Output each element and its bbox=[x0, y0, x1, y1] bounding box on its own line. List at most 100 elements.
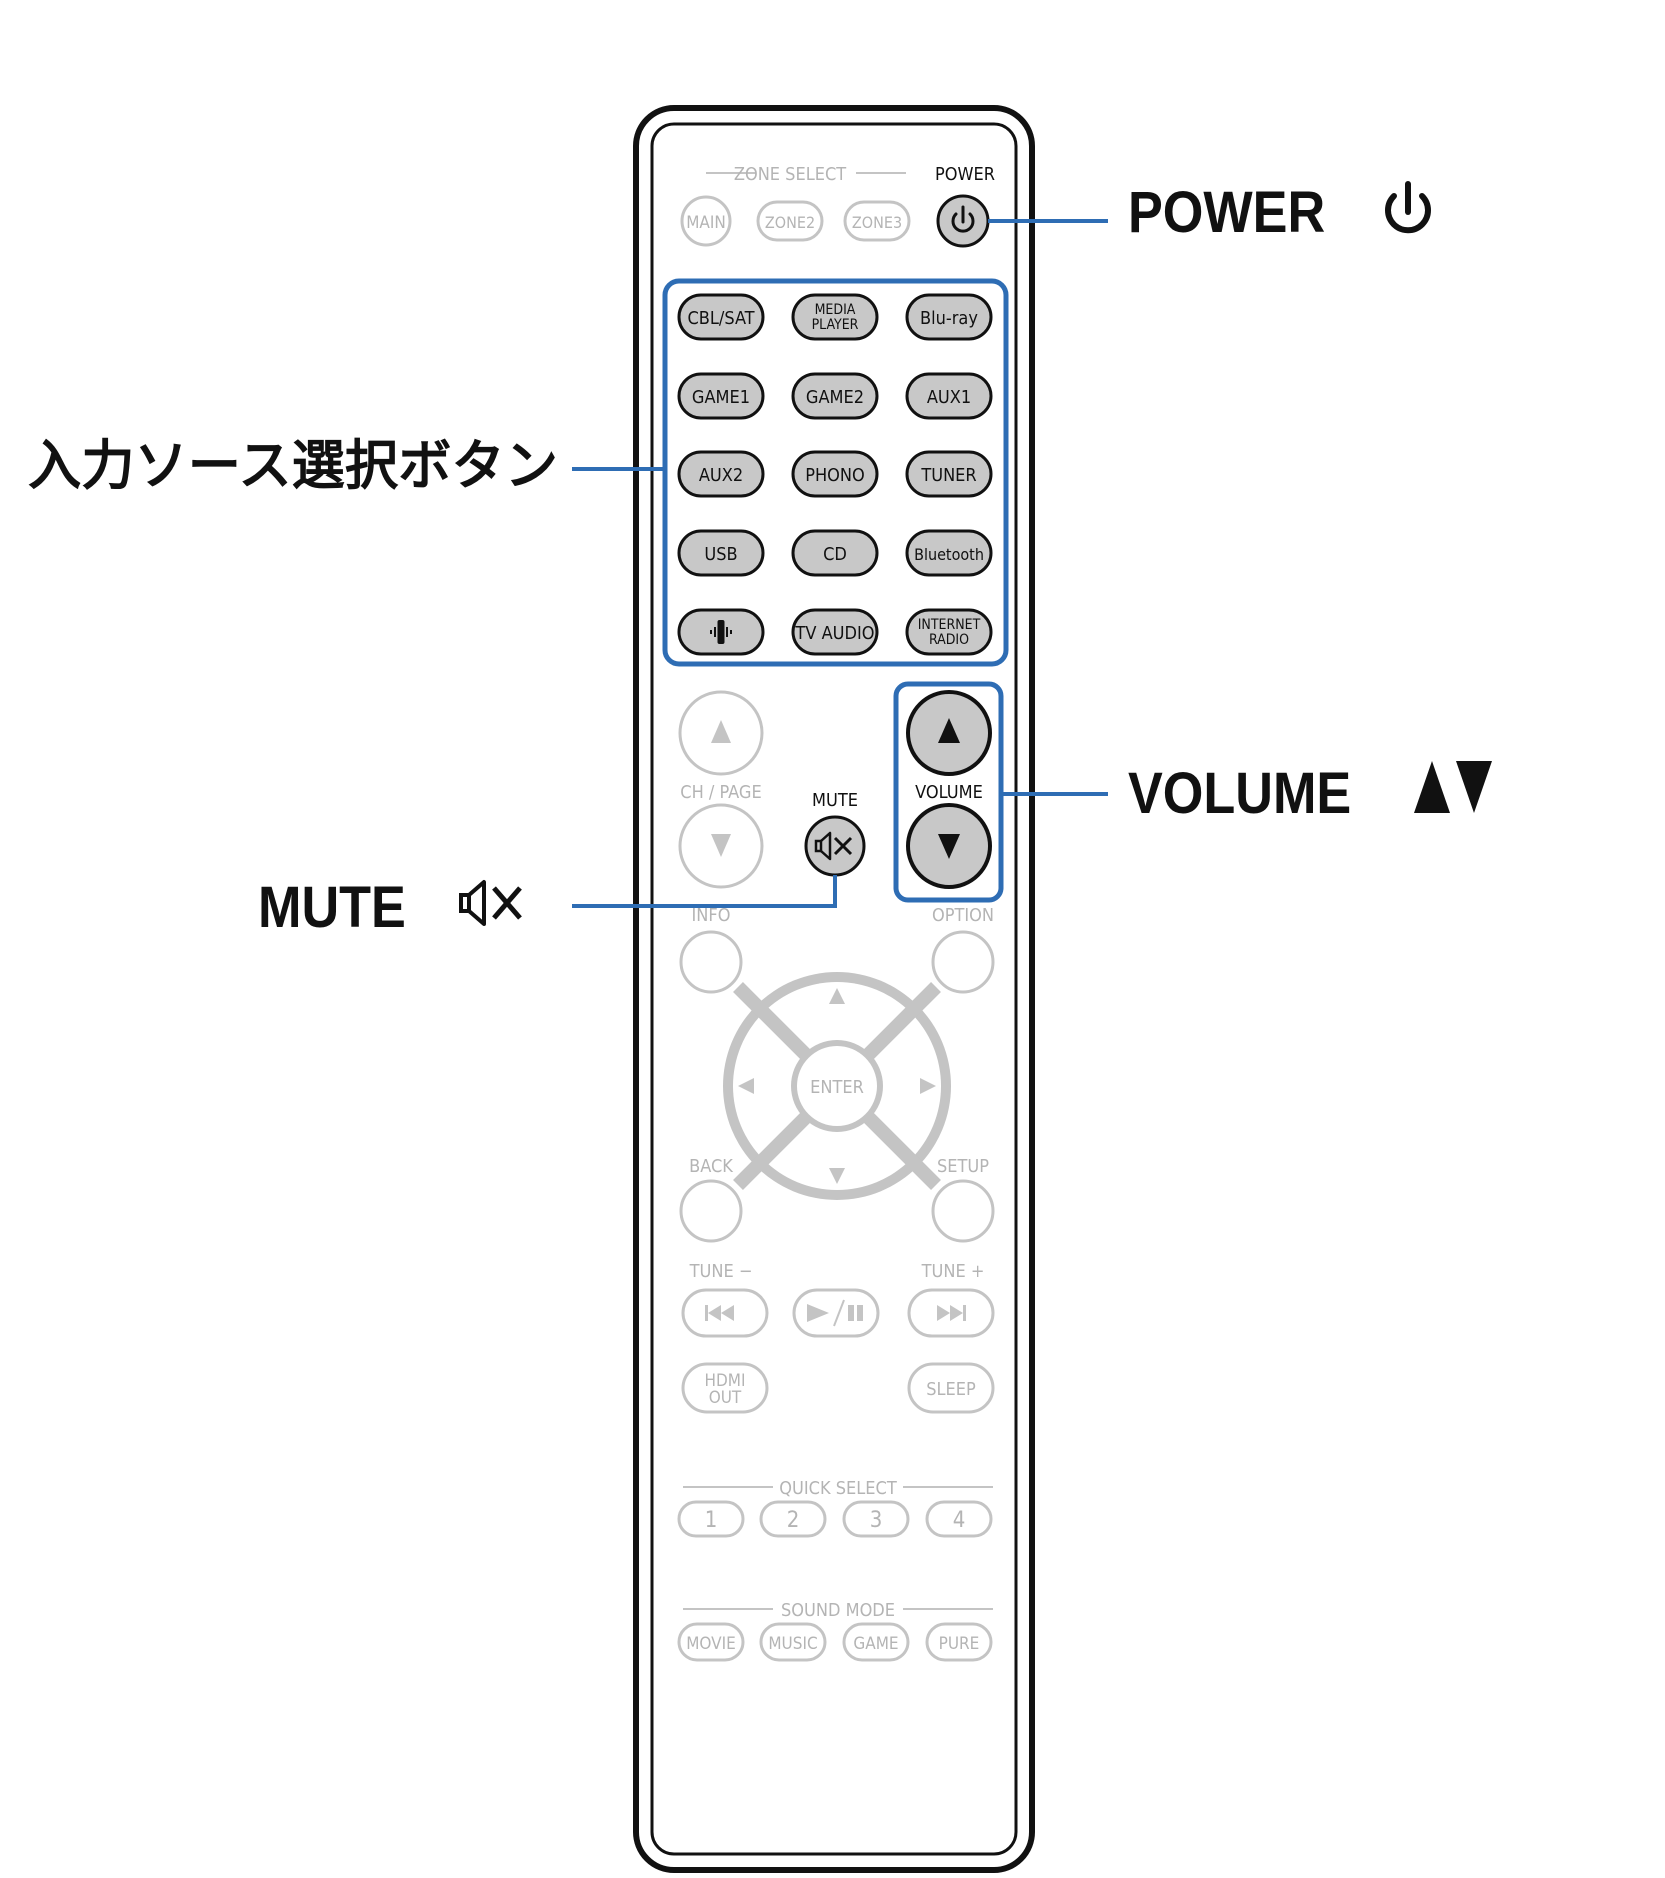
cursor-down-button[interactable] bbox=[829, 1168, 845, 1184]
quick-select-button-4[interactable]: 4 bbox=[925, 1500, 993, 1538]
quick-select-button-2-label: 2 bbox=[787, 1508, 800, 1533]
back-button[interactable] bbox=[679, 1179, 743, 1243]
arrow-down-icon bbox=[829, 1168, 845, 1184]
tune-minus-button[interactable] bbox=[681, 1288, 769, 1338]
sound-mode-group: SOUND MODE MOVIE MUSIC GAME PURE bbox=[677, 1600, 993, 1662]
input-button-tv-audio-label: TV AUDIO bbox=[794, 623, 874, 644]
quick-select-button-1[interactable]: 1 bbox=[677, 1500, 745, 1538]
info-button[interactable] bbox=[679, 930, 743, 994]
input-button-aux2-label: AUX2 bbox=[699, 465, 743, 486]
mute-label: MUTE bbox=[812, 790, 858, 811]
cursor-up-button[interactable] bbox=[829, 988, 845, 1004]
input-button-blu-ray-label: Blu-ray bbox=[920, 308, 978, 329]
input-button-tuner-label: TUNER bbox=[920, 465, 976, 486]
triangle-up-icon bbox=[938, 718, 960, 743]
quick-select-button-4-label: 4 bbox=[953, 1508, 966, 1533]
sound-mode-button-pure-label: PURE bbox=[939, 1634, 980, 1654]
option-button[interactable] bbox=[931, 930, 995, 994]
input-button-game1[interactable]: GAME1 bbox=[677, 372, 765, 420]
input-source-highlight bbox=[662, 278, 1009, 667]
tune-minus-label: TUNE − bbox=[689, 1261, 753, 1282]
setup-button[interactable] bbox=[931, 1179, 995, 1243]
arrow-right-icon bbox=[920, 1078, 936, 1094]
sound-mode-button-movie[interactable]: MOVIE bbox=[677, 1622, 745, 1662]
zone-button-main[interactable]: MAIN bbox=[680, 195, 732, 247]
power-button[interactable] bbox=[936, 194, 990, 248]
zone-button-zone3[interactable]: ZONE3 bbox=[843, 200, 911, 242]
hdmi-sleep-group: HDMI OUT SLEEP bbox=[681, 1362, 995, 1414]
sound-mode-button-music[interactable]: MUSIC bbox=[759, 1622, 827, 1662]
zone-button-zone3-label: ZONE3 bbox=[852, 213, 902, 232]
input-button-cbl-sat-label: CBL/SAT bbox=[687, 308, 754, 329]
enter-label: ENTER bbox=[810, 1077, 864, 1098]
sound-mode-label: SOUND MODE bbox=[781, 1600, 895, 1621]
back-label: BACK bbox=[689, 1156, 733, 1177]
input-button-cbl-sat[interactable]: CBL/SAT bbox=[677, 293, 765, 341]
cursor-right-button[interactable] bbox=[920, 1078, 936, 1094]
callout-volume: VOLUME bbox=[1128, 760, 1492, 826]
input-button-usb-label: USB bbox=[704, 544, 737, 565]
input-button-tuner[interactable]: TUNER bbox=[905, 450, 993, 498]
arrow-up-icon bbox=[829, 988, 845, 1004]
hdmi-out-button[interactable]: HDMI OUT bbox=[681, 1362, 769, 1414]
sound-mode-button-movie-label: MOVIE bbox=[686, 1634, 736, 1654]
power-icon bbox=[1385, 181, 1431, 234]
input-button-cd-label: CD bbox=[823, 544, 847, 565]
quick-select-button-3-label: 3 bbox=[870, 1508, 883, 1533]
triangle-down-icon bbox=[938, 834, 960, 859]
quick-select-label: QUICK SELECT bbox=[779, 1478, 897, 1499]
callout-power: POWER bbox=[1128, 179, 1431, 245]
input-button-tv-audio[interactable]: TV AUDIO bbox=[791, 608, 879, 656]
cursor-left-button[interactable] bbox=[738, 1078, 754, 1094]
ch-page-down-button[interactable] bbox=[678, 803, 764, 889]
input-button-internet-radio-label-line1: INTERNET bbox=[918, 617, 981, 633]
input-button-game2[interactable]: GAME2 bbox=[791, 372, 879, 420]
quick-select-button-3[interactable]: 3 bbox=[842, 1500, 910, 1538]
input-button-aux1[interactable]: AUX1 bbox=[905, 372, 993, 420]
arrow-left-icon bbox=[738, 1078, 754, 1094]
info-option-group: INFO OPTION bbox=[679, 905, 995, 994]
ch-page-up-button[interactable] bbox=[678, 690, 764, 776]
input-button-aux1-label: AUX1 bbox=[927, 387, 971, 408]
input-button-game1-label: GAME1 bbox=[692, 387, 750, 408]
volume-down-button[interactable] bbox=[906, 803, 992, 889]
callout-lines bbox=[572, 219, 1108, 908]
sound-mode-button-music-label: MUSIC bbox=[768, 1634, 817, 1654]
input-button-phono[interactable]: PHONO bbox=[791, 450, 879, 498]
mute-icon bbox=[814, 831, 853, 861]
input-button-game2-label: GAME2 bbox=[806, 387, 864, 408]
input-button-blu-ray[interactable]: Blu-ray bbox=[905, 293, 993, 341]
input-button-aux2[interactable]: AUX2 bbox=[677, 450, 765, 498]
tune-plus-button[interactable] bbox=[907, 1288, 995, 1338]
power-label: POWER bbox=[935, 164, 995, 185]
sound-mode-button-game-label: GAME bbox=[853, 1634, 898, 1654]
callout-volume-text: VOLUME bbox=[1128, 760, 1351, 825]
sound-mode-button-pure[interactable]: PURE bbox=[925, 1622, 993, 1662]
mute-leader-line bbox=[572, 875, 837, 908]
triangle-up-icon bbox=[711, 720, 731, 743]
input-button-cd[interactable]: CD bbox=[791, 529, 879, 577]
input-button-heos[interactable] bbox=[677, 608, 765, 656]
sleep-button[interactable]: SLEEP bbox=[907, 1362, 995, 1414]
mute-button[interactable] bbox=[804, 815, 866, 877]
input-button-bluetooth[interactable]: Bluetooth bbox=[905, 529, 993, 577]
play-pause-button[interactable] bbox=[792, 1288, 880, 1338]
mute-group: MUTE bbox=[804, 790, 866, 877]
input-button-bluetooth-label: Bluetooth bbox=[914, 545, 984, 564]
zone-button-zone2[interactable]: ZONE2 bbox=[756, 200, 824, 242]
transport-group: TUNE − TUNE + bbox=[681, 1261, 995, 1338]
input-button-usb[interactable]: USB bbox=[677, 529, 765, 577]
zone-button-main-label: MAIN bbox=[686, 213, 726, 233]
triangle-down-icon bbox=[1456, 761, 1492, 813]
volume-label: VOLUME bbox=[915, 782, 983, 803]
zone-select-label: ZONE SELECT bbox=[734, 164, 846, 185]
callout-mute: MUTE bbox=[258, 874, 522, 940]
sound-mode-button-game[interactable]: GAME bbox=[842, 1622, 910, 1662]
volume-up-button[interactable] bbox=[906, 690, 992, 776]
quick-select-button-2[interactable]: 2 bbox=[759, 1500, 827, 1538]
callout-mute-text: MUTE bbox=[258, 874, 406, 939]
